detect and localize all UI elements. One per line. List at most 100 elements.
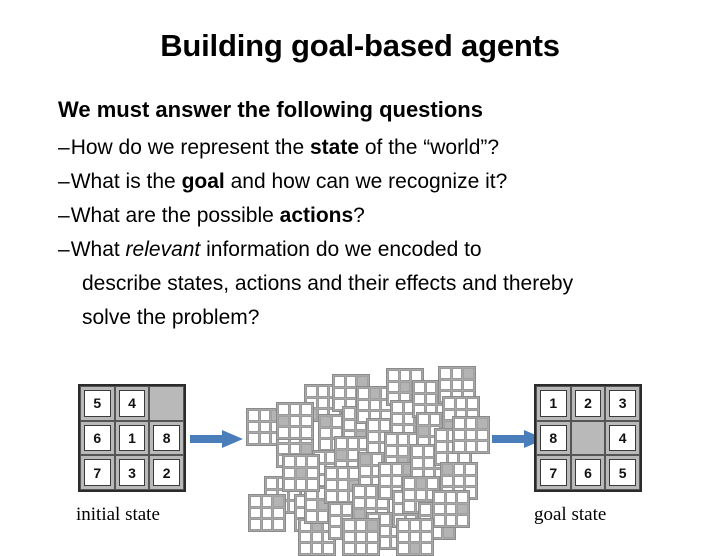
mini-tile: [347, 449, 359, 461]
mini-tile: [320, 439, 331, 450]
mini-tile: [380, 475, 391, 487]
mini-tile: [250, 507, 261, 519]
mini-tile: [334, 387, 345, 399]
mini-tile: [307, 456, 318, 467]
mini-tile: [330, 504, 341, 515]
mini-tile: [355, 543, 367, 554]
mini-tile: [398, 543, 409, 554]
arrow-space-to-goal-icon: [492, 429, 546, 449]
mini-tile: [421, 520, 432, 531]
mini-tile: [320, 427, 331, 439]
mini-tile: [278, 427, 289, 438]
mini-tile: [398, 520, 409, 531]
mini-tile: [465, 475, 476, 487]
mini-tile: [436, 430, 447, 441]
mini-tile: [398, 531, 409, 543]
mini-tile: [420, 504, 431, 515]
mini-blank-tile: [418, 425, 429, 437]
mini-tile: [477, 441, 488, 452]
goal-state-cell-5: 4: [605, 420, 640, 456]
mini-tile: [358, 388, 369, 399]
mini-tile: [453, 475, 465, 487]
slide-body: We must answer the following questions –…: [58, 96, 708, 335]
mini-tile: [397, 445, 409, 457]
initial-state-tile-6: 6: [84, 424, 111, 452]
mini-tile: [311, 543, 323, 554]
initial-state-tile-8: 8: [153, 424, 180, 452]
initial-state-cell-3: 6: [80, 420, 115, 456]
mini-tile: [317, 511, 329, 522]
mini-tile: [334, 399, 345, 410]
state-space-mini-board: [248, 494, 286, 532]
mini-tile: [337, 468, 349, 479]
mini-tile: [261, 519, 273, 530]
mini-tile: [412, 446, 423, 457]
mini-tile: [284, 479, 295, 490]
bullet-3-text-pre: What are the possible: [70, 203, 280, 227]
mini-tile: [369, 399, 381, 411]
mini-tile: [337, 491, 349, 502]
mini-tile: [434, 503, 445, 515]
mini-blank-tile: [442, 464, 453, 475]
bullet-1-emphasis-state: state: [309, 135, 360, 159]
page-title: Building goal-based agents: [160, 28, 560, 63]
mini-tile: [423, 446, 435, 457]
mini-blank-tile: [409, 543, 421, 554]
mini-tile: [248, 410, 259, 421]
mini-tile: [354, 497, 365, 509]
initial-state-tile-2: 2: [153, 459, 180, 486]
mini-tile: [388, 381, 399, 393]
mini-tile: [345, 376, 357, 387]
goal-state-tile-2: 2: [574, 390, 602, 417]
mini-tile: [425, 382, 437, 393]
mini-tile: [379, 537, 391, 548]
initial-state-tile-1: 1: [118, 424, 146, 452]
bullet-dash-1: –: [58, 135, 70, 159]
mini-tile: [295, 479, 307, 490]
mini-tile: [326, 468, 337, 479]
mini-blank-tile: [477, 418, 488, 429]
mini-tile: [273, 519, 284, 530]
mini-tile: [421, 531, 432, 543]
mini-blank-tile: [278, 415, 289, 427]
mini-tile: [465, 418, 477, 429]
mini-tile: [404, 489, 415, 501]
mini-tile: [442, 475, 453, 487]
mini-tile: [379, 525, 391, 537]
mini-tile: [250, 496, 261, 507]
bullet-state-question: –How do we represent the state of the “w…: [58, 131, 708, 165]
mini-tile: [248, 421, 259, 433]
mini-tile: [261, 496, 273, 507]
mini-tile: [289, 415, 301, 427]
mini-tile: [421, 543, 432, 554]
mini-tile: [454, 429, 465, 441]
initial-state-cell-7: 3: [114, 455, 150, 490]
mini-tile: [409, 531, 421, 543]
mini-tile: [429, 414, 441, 425]
mini-tile: [301, 404, 312, 415]
mini-tile: [326, 491, 337, 502]
goal-state-caption: goal state: [534, 504, 607, 525]
mini-tile: [368, 420, 379, 431]
goal-state-tile-7: 7: [540, 459, 567, 486]
state-space-mini-board: [276, 402, 314, 440]
mini-tile: [336, 438, 347, 449]
mini-tile: [355, 531, 367, 543]
mini-tile: [465, 441, 477, 452]
mini-tile: [465, 429, 477, 441]
initial-state-cell-1: 4: [114, 386, 150, 421]
state-space-cloud: [246, 366, 490, 556]
mini-tile: [345, 387, 357, 399]
mini-tile: [301, 415, 312, 427]
mini-tile: [379, 514, 391, 525]
mini-tile: [367, 543, 378, 554]
bullet-3-emphasis-actions: actions: [279, 203, 354, 227]
mini-tile: [414, 393, 425, 405]
mini-tile: [399, 370, 411, 381]
mini-tile: [307, 467, 318, 479]
initial-state-cell-6: 7: [80, 455, 115, 490]
mini-tile: [360, 465, 371, 477]
mini-tile: [300, 543, 311, 554]
mini-tile: [397, 434, 409, 445]
